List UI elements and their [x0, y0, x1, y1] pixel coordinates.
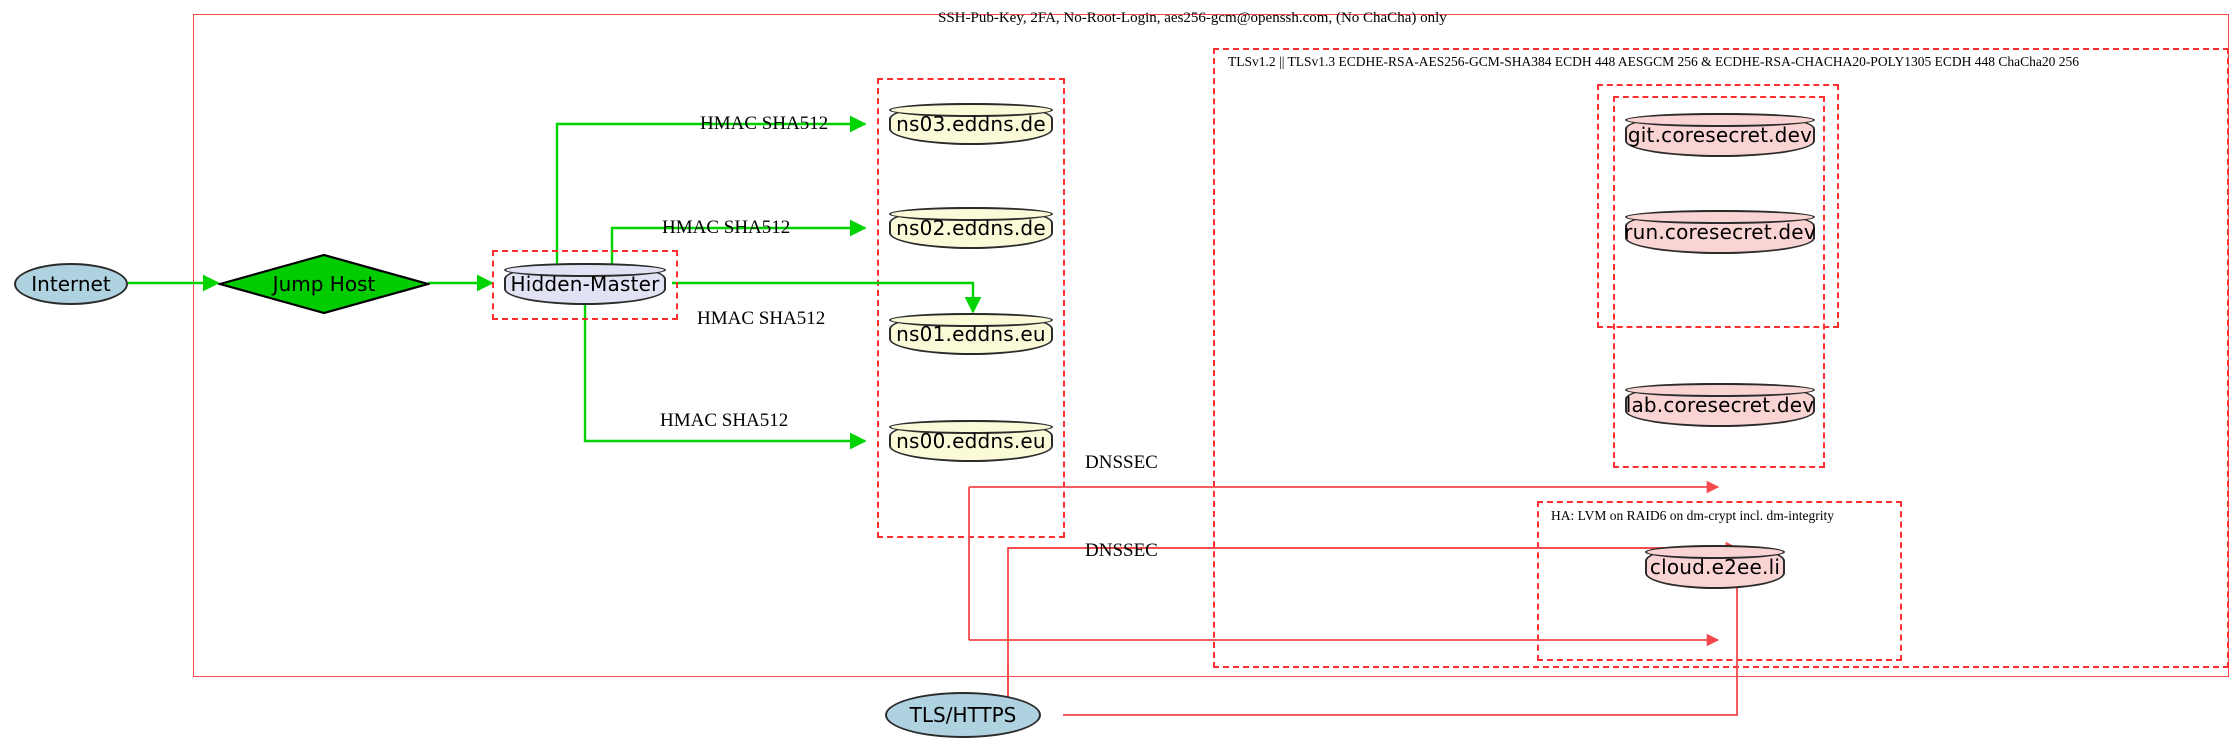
edge-label-hmac-ns01: HMAC SHA512 [697, 308, 826, 329]
node-ns00-label: ns00.eddns.eu [896, 429, 1046, 453]
group-box-ha-storage [1537, 501, 1902, 661]
node-lab-coresecret[interactable]: lab.coresecret.dev [1625, 383, 1815, 427]
group-box-hidden-master [492, 250, 678, 320]
node-internet[interactable]: Internet [14, 263, 128, 305]
edge-label-hmac-ns00: HMAC SHA512 [660, 410, 789, 431]
node-internet-label: Internet [31, 272, 111, 296]
group-box-coresecret-outer [1597, 84, 1839, 328]
node-hidden-master-label: Hidden-Master [510, 272, 660, 296]
node-jump-host[interactable]: Jump Host [218, 253, 430, 315]
node-ns01[interactable]: ns01.eddns.eu [889, 313, 1053, 355]
edge-label-hmac-ns02: HMAC SHA512 [662, 217, 791, 238]
group-box-dns-servers [877, 78, 1065, 538]
tls-policy-label: TLSv1.2 || TLSv1.3 ECDHE-RSA-AES256-GCM-… [1228, 54, 2079, 69]
node-ns02-label: ns02.eddns.de [896, 216, 1046, 240]
node-git-coresecret-label: git.coresecret.dev [1627, 123, 1813, 147]
group-box-coresecret-inner [1613, 96, 1825, 468]
node-ns03[interactable]: ns03.eddns.de [889, 103, 1053, 145]
node-ns02[interactable]: ns02.eddns.de [889, 207, 1053, 249]
group-box-tls [1213, 48, 2229, 668]
node-ns01-label: ns01.eddns.eu [896, 322, 1046, 346]
node-ns00[interactable]: ns00.eddns.eu [889, 420, 1053, 462]
edge-label-dnssec-lower: DNSSEC [1085, 540, 1158, 561]
node-lab-coresecret-label: lab.coresecret.dev [1625, 393, 1815, 417]
node-hidden-master[interactable]: Hidden-Master [504, 263, 666, 305]
jump-host-shape [218, 253, 430, 315]
ha-storage-label: HA: LVM on RAID6 on dm-crypt incl. dm-in… [1551, 508, 1834, 523]
ssh-policy-label: SSH-Pub-Key, 2FA, No-Root-Login, aes256-… [938, 10, 1447, 26]
edge-label-dnssec-upper: DNSSEC [1085, 452, 1158, 473]
node-tls-https[interactable]: TLS/HTTPS [885, 692, 1041, 738]
node-git-coresecret[interactable]: git.coresecret.dev [1625, 113, 1815, 157]
node-tls-https-label: TLS/HTTPS [909, 703, 1017, 727]
node-jump-host-label: Jump Host [272, 272, 376, 296]
node-cloud-e2ee-label: cloud.e2ee.li [1649, 555, 1781, 579]
node-cloud-e2ee[interactable]: cloud.e2ee.li [1645, 545, 1785, 589]
node-run-coresecret-label: run.coresecret.dev [1624, 220, 1816, 244]
edge-label-hmac-ns03: HMAC SHA512 [700, 113, 829, 134]
node-run-coresecret[interactable]: run.coresecret.dev [1624, 210, 1816, 254]
node-ns03-label: ns03.eddns.de [896, 112, 1046, 136]
